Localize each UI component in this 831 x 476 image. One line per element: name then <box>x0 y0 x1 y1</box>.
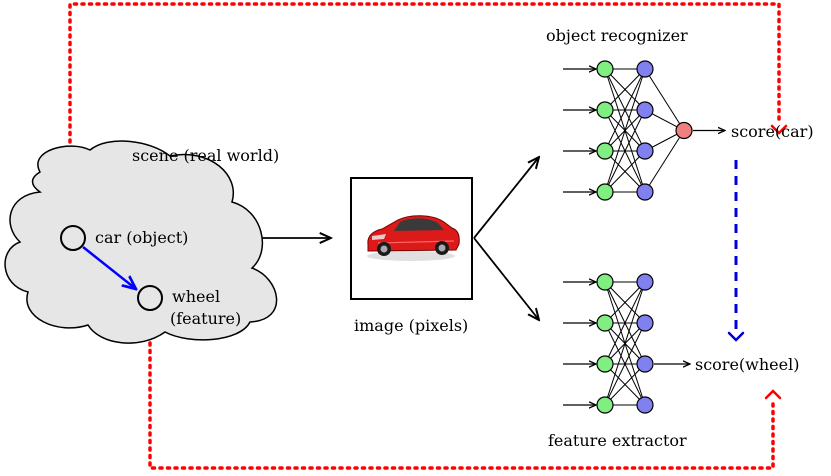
feature-label: (feature) <box>170 309 241 328</box>
extractor-hidden-node <box>636 355 654 373</box>
blue-arrowhead-score-wheel <box>727 331 745 342</box>
extractor-edge <box>604 281 646 365</box>
extractor-edge <box>604 281 646 324</box>
recognizer-input-node <box>596 142 614 160</box>
object-recognizer-label: object recognizer <box>546 26 688 45</box>
recognizer-edge <box>604 68 646 193</box>
red-arrowhead-score-wheel <box>764 389 782 400</box>
feature-extractor-network <box>563 273 690 414</box>
image-to-recognizer-arrow <box>473 157 539 239</box>
score-car-label: score(car) <box>731 122 814 141</box>
recognizer-hidden-node <box>636 60 654 78</box>
recognizer-edge <box>604 150 646 193</box>
recognizer-input-node <box>596 183 614 201</box>
recognizer-hidden-node <box>636 101 654 119</box>
object-recognizer-network <box>563 60 725 201</box>
extractor-hidden-node <box>636 396 654 414</box>
extractor-input-node <box>596 396 614 414</box>
recognizer-edge <box>604 68 646 152</box>
extractor-edge <box>604 281 646 406</box>
recognizer-hidden-node <box>636 142 654 160</box>
extractor-edge <box>604 363 646 406</box>
car-object-node <box>60 225 86 251</box>
wheel-label: wheel <box>172 287 220 306</box>
feature-extractor-label: feature extractor <box>548 431 687 450</box>
recognizer-input-node <box>596 101 614 119</box>
scene-label: scene (real world) <box>132 146 279 165</box>
image-to-extractor-arrow <box>473 237 539 320</box>
extractor-hidden-node <box>636 314 654 332</box>
extractor-input-node <box>596 273 614 291</box>
blue-dashed-score-link <box>727 160 745 342</box>
image-pixels-label: image (pixels) <box>354 316 468 335</box>
extractor-input-node <box>596 314 614 332</box>
extractor-hidden-node <box>636 273 654 291</box>
score-wheel-label: score(wheel) <box>695 355 799 374</box>
recognizer-output-edge <box>644 68 685 131</box>
recognizer-output-node <box>675 121 693 140</box>
red-arrowhead-score-car <box>770 124 788 135</box>
recognizer-input-node <box>596 60 614 78</box>
recognizer-edge <box>604 109 646 193</box>
wheel-feature-node <box>137 285 163 311</box>
extractor-edge <box>604 322 646 406</box>
extractor-input-node <box>596 355 614 373</box>
scene-cloud <box>4 140 278 344</box>
car-to-wheel-arrow <box>82 246 136 289</box>
red-car-icon <box>367 215 460 261</box>
car-object-label: car (object) <box>95 228 188 247</box>
recognizer-hidden-node <box>636 183 654 201</box>
recognizer-edge <box>604 68 646 111</box>
recognizer-output-edge <box>644 130 685 193</box>
